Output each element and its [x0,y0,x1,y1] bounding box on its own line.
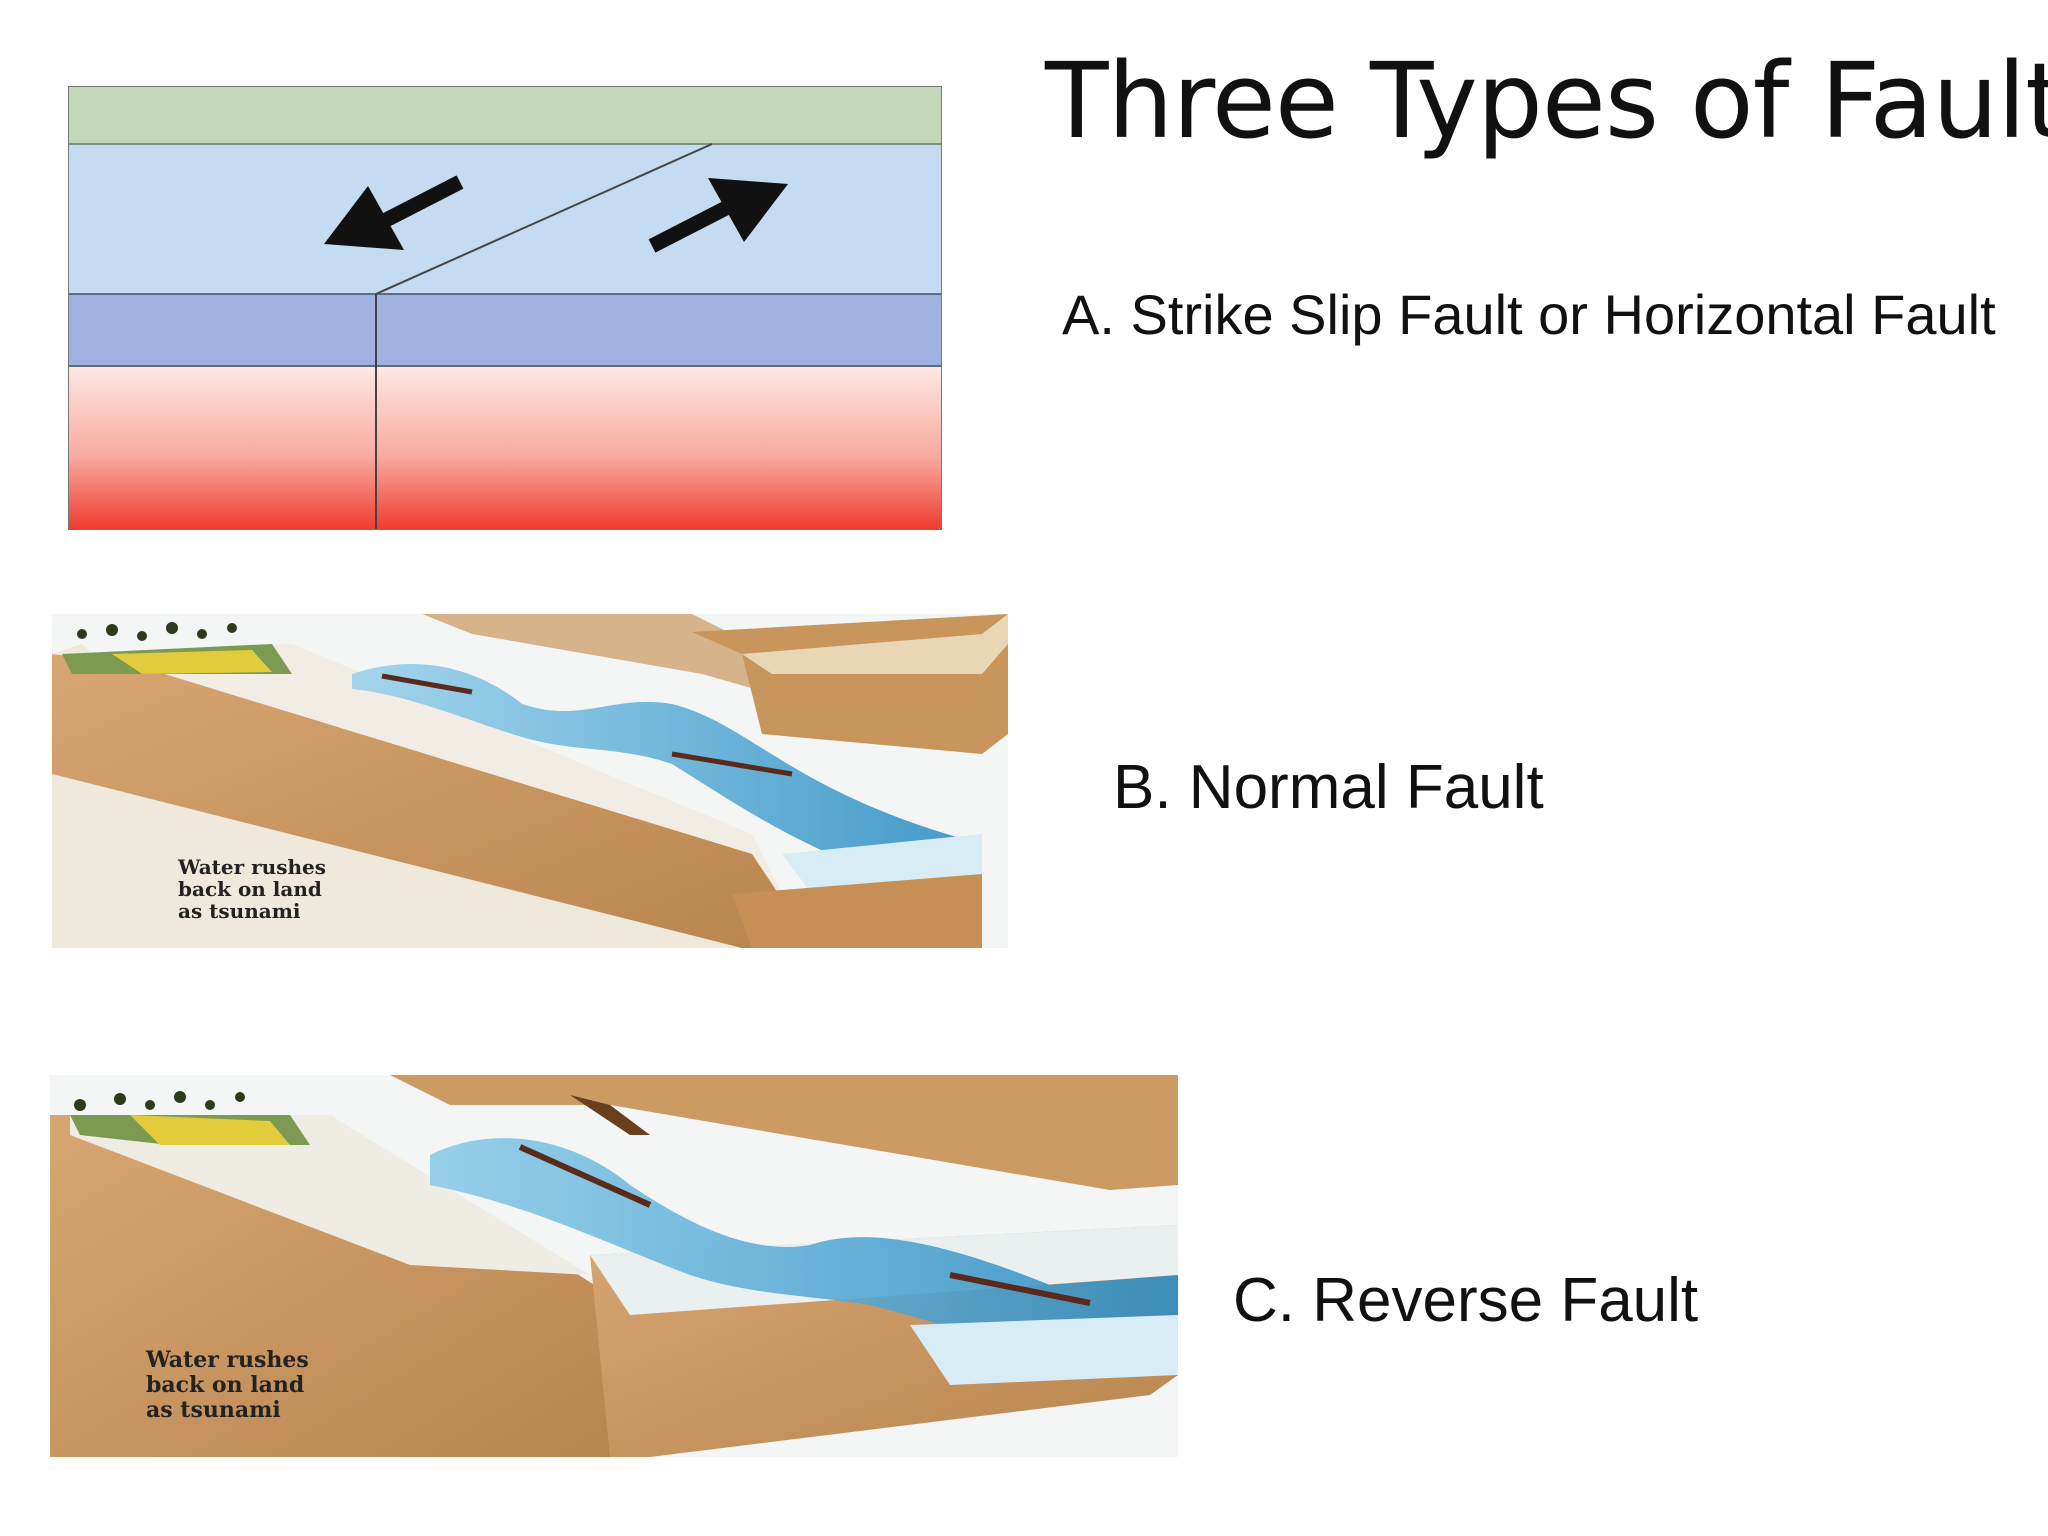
strike-slip-diagram [68,86,942,530]
arrow-right-icon [648,178,788,253]
caption-line-3: as tsunami [146,1397,281,1423]
fault-line-oblique [375,143,713,295]
label-reverse-fault: C. Reverse Fault [1233,1266,1699,1335]
caption-line-3: as tsunami [178,899,301,923]
slide-title: Three Types of Fault [1045,40,2048,162]
mantle-layer [68,366,942,530]
caption-line-1: Water rushes [145,1347,309,1373]
label-strike-slip: A. Strike Slip Fault or Horizontal Fault [1062,283,1996,346]
surface-layer [68,86,942,144]
caption-line-1: Water rushes [177,855,326,879]
caption-line-2: back on land [178,877,322,901]
wave [352,664,982,894]
label-normal-fault: B. Normal Fault [1113,753,1544,822]
caption-line-2: back on land [146,1372,304,1398]
reverse-fault-illustration: Water rushes back on land as tsunami [50,1075,1178,1457]
normal-fault-illustration: Water rushes back on land as tsunami [52,614,1008,948]
upper-plate-layer [68,144,942,294]
arrow-left-icon [324,175,464,250]
lower-plate-layer [68,294,942,366]
